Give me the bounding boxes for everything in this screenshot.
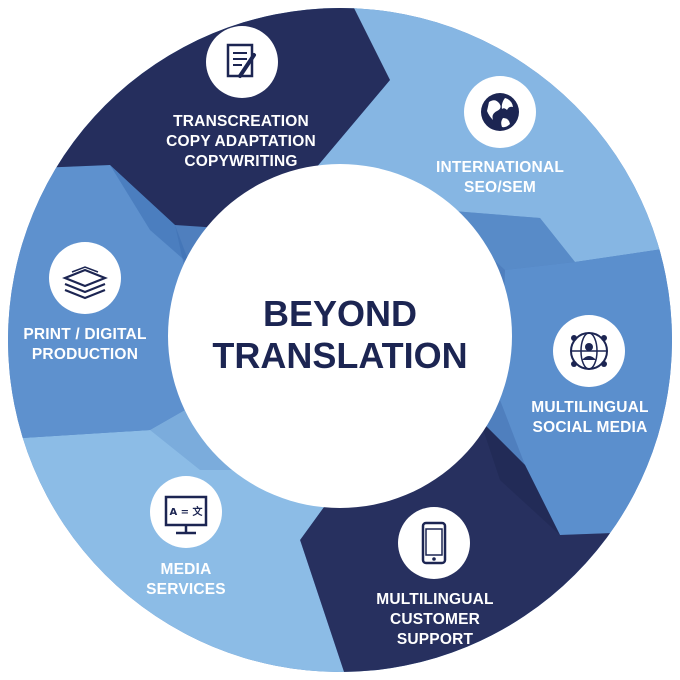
label-print-digital: PRINT / DIGITAL PRODUCTION (23, 326, 146, 363)
center-title-line-2: TRANSLATION (212, 335, 467, 376)
label-customer-support: MULTILINGUAL CUSTOMER SUPPORT (376, 591, 493, 648)
globe-icon (464, 76, 536, 148)
segment-label-line: MULTILINGUAL (376, 591, 493, 608)
document-pen-icon (206, 26, 278, 98)
label-transcreation: TRANSCREATION COPY ADAPTATION COPYWRITIN… (166, 113, 316, 170)
segment-label-line: PRINT / DIGITAL (23, 326, 146, 343)
segment-label-line: TRANSCREATION (173, 113, 309, 130)
label-media-services: MEDIA SERVICES (146, 561, 226, 598)
fold-shade (110, 165, 190, 265)
segment-label-line: COPYWRITING (184, 153, 297, 170)
monitor-icon-text: A = 文 (169, 505, 203, 518)
segment-label-line: INTERNATIONAL (436, 159, 564, 176)
segment-label-line: MEDIA (161, 561, 212, 578)
segment-label-line: SOCIAL MEDIA (533, 419, 648, 436)
layers-icon (49, 242, 121, 314)
label-social-media: MULTILINGUAL SOCIAL MEDIA (531, 399, 648, 436)
center-circle (168, 164, 512, 508)
fold-shade (440, 210, 575, 270)
segment-label-line: PRODUCTION (32, 346, 138, 363)
segment-label-line: MULTILINGUAL (531, 399, 648, 416)
monitor-translate-icon: A = 文 (150, 476, 222, 548)
segment-label-line: SERVICES (146, 581, 226, 598)
label-international-seo: INTERNATIONAL SEO/SEM (436, 159, 564, 196)
segment-label-line: SEO/SEM (464, 179, 536, 196)
smartphone-icon (398, 507, 470, 579)
fold-shade (480, 420, 560, 535)
people-network-icon (553, 315, 625, 387)
segment-label-line: COPY ADAPTATION (166, 133, 316, 150)
segment-social-media (500, 245, 672, 535)
segment-label-line: CUSTOMER (390, 611, 480, 628)
segment-label-line: SUPPORT (397, 631, 474, 648)
center-title-line-1: BEYOND (263, 293, 417, 334)
